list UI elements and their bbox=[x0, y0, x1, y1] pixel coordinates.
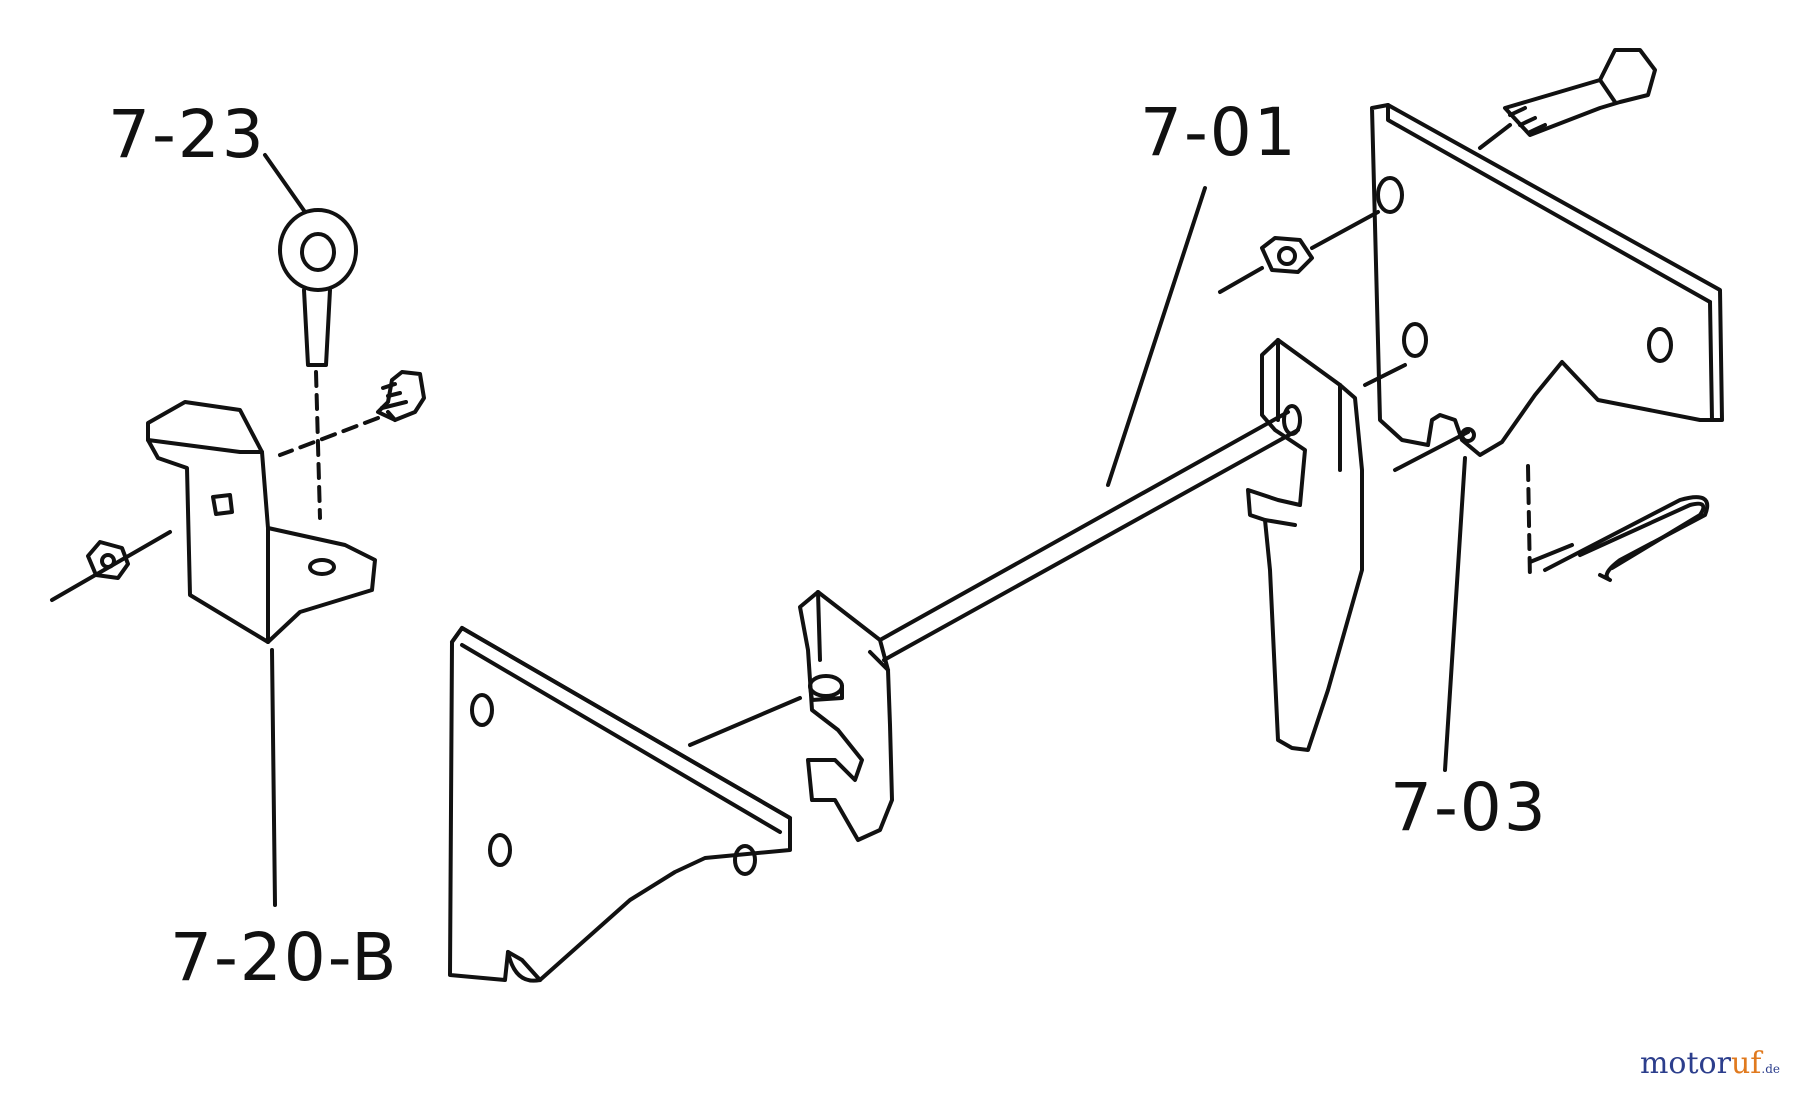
upper-lever bbox=[1246, 338, 1364, 752]
hex-nut-upper bbox=[1260, 236, 1314, 274]
top-bolt bbox=[1503, 48, 1657, 137]
lower-lever bbox=[798, 590, 894, 842]
leader-7-03 bbox=[1443, 456, 1467, 772]
watermark-part-a: motor bbox=[1639, 1046, 1731, 1081]
upper-plate bbox=[1370, 103, 1724, 457]
assembly-line-bolt-left bbox=[278, 416, 380, 457]
assembly-line-lever-pin bbox=[1363, 363, 1407, 387]
assembly-line-pin bbox=[1393, 430, 1470, 472]
assembly-line-nut-left bbox=[50, 530, 172, 602]
watermark-part-b: uf bbox=[1730, 1046, 1762, 1081]
hairpin-clip bbox=[1528, 495, 1710, 582]
shaft-rod bbox=[878, 404, 1302, 662]
part-label-7-03: 7-03 bbox=[1390, 769, 1548, 846]
leader-7-23 bbox=[263, 153, 307, 214]
leader-7-20-b bbox=[270, 648, 277, 907]
shoulder-bolt bbox=[376, 370, 426, 422]
bracket bbox=[146, 400, 377, 644]
assembly-line-plate-hole bbox=[1310, 210, 1380, 250]
part-label-7-01: 7-01 bbox=[1140, 94, 1298, 171]
leader-7-01 bbox=[1106, 186, 1207, 487]
assembly-line-nut-upper bbox=[1218, 266, 1264, 294]
part-label-7-20-b: 7-20-B bbox=[170, 919, 399, 996]
assembly-line-top-bolt bbox=[1478, 123, 1512, 150]
watermark-logo: motoruf.de bbox=[1640, 1049, 1780, 1079]
watermark-tld: .de bbox=[1761, 1062, 1780, 1076]
part-label-7-23: 7-23 bbox=[108, 96, 266, 173]
assembly-line-eyebolt bbox=[314, 370, 322, 520]
hidden-line-clip bbox=[1526, 464, 1532, 582]
lower-plate bbox=[448, 626, 792, 983]
eye-bolt bbox=[278, 208, 358, 367]
assembly-line-lower bbox=[688, 696, 802, 747]
